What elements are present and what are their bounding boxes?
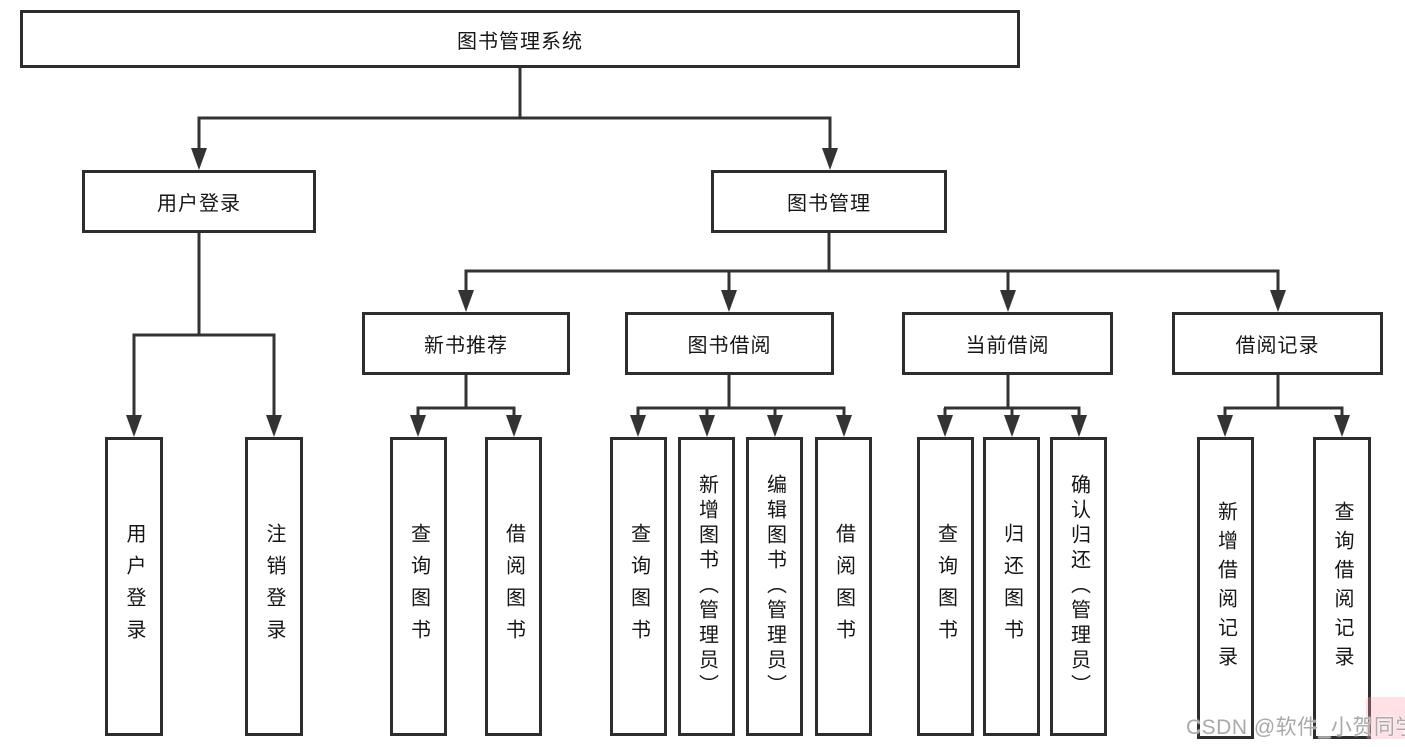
watermark: CSDN @软件_小贺同学 — [1186, 716, 1405, 739]
leaf-confirm-return-admin: 确认归还（管理员） — [1050, 437, 1107, 736]
leaf-borrow-books-recommend: 借阅图书 — [485, 437, 542, 736]
leaf-label: 归还图书 — [1000, 522, 1023, 651]
node-book-management-label: 图书管理 — [787, 193, 871, 215]
leaf-add-borrow-record: 新增借阅记录 — [1197, 437, 1254, 739]
node-user-login-label: 用户登录 — [157, 193, 241, 215]
node-current-borrow: 当前借阅 — [902, 312, 1113, 375]
leaf-query-books-borrow: 查询图书 — [610, 437, 667, 736]
leaf-query-books-current: 查询图书 — [917, 437, 974, 736]
leaf-edit-books-admin: 编辑图书（管理员） — [746, 437, 803, 736]
leaf-label: 新增图书（管理员） — [695, 474, 718, 699]
node-book-borrow-label: 图书借阅 — [687, 335, 772, 357]
node-borrow-records-label: 借阅记录 — [1235, 335, 1320, 357]
leaf-query-books-recommend: 查询图书 — [390, 437, 447, 736]
node-root: 图书管理系统 — [20, 10, 1020, 68]
leaf-label: 编辑图书（管理员） — [763, 474, 786, 699]
leaf-label: 新增借阅记录 — [1214, 501, 1237, 675]
leaf-label: 查询图书 — [934, 522, 957, 651]
node-new-book-recommend-label: 新书推荐 — [424, 335, 508, 357]
leaf-label: 查询图书 — [627, 522, 650, 651]
leaf-borrow-books: 借阅图书 — [815, 437, 872, 736]
leaf-add-books-admin: 新增图书（管理员） — [678, 437, 735, 736]
node-book-borrow: 图书借阅 — [625, 312, 834, 375]
leaf-return-books: 归还图书 — [983, 437, 1040, 736]
node-new-book-recommend: 新书推荐 — [362, 312, 570, 375]
leaf-user-login: 用户登录 — [105, 437, 163, 736]
leaf-label: 确认归还（管理员） — [1067, 474, 1090, 699]
node-book-management: 图书管理 — [711, 170, 947, 233]
leaf-label: 借阅图书 — [832, 522, 855, 651]
node-borrow-records: 借阅记录 — [1172, 312, 1383, 375]
leaf-label: 注销登录 — [263, 522, 285, 651]
leaf-label: 用户登录 — [123, 522, 145, 651]
leaf-label: 查询图书 — [407, 522, 430, 651]
leaf-query-borrow-record: 查询借阅记录 — [1313, 437, 1371, 739]
node-current-borrow-label: 当前借阅 — [965, 335, 1050, 357]
node-root-label: 图书管理系统 — [457, 30, 583, 53]
watermark-highlight — [1366, 697, 1405, 739]
leaf-label: 借阅图书 — [502, 522, 525, 651]
leaf-label: 查询借阅记录 — [1331, 501, 1353, 675]
leaf-logout: 注销登录 — [245, 437, 303, 736]
node-user-login: 用户登录 — [82, 170, 316, 233]
